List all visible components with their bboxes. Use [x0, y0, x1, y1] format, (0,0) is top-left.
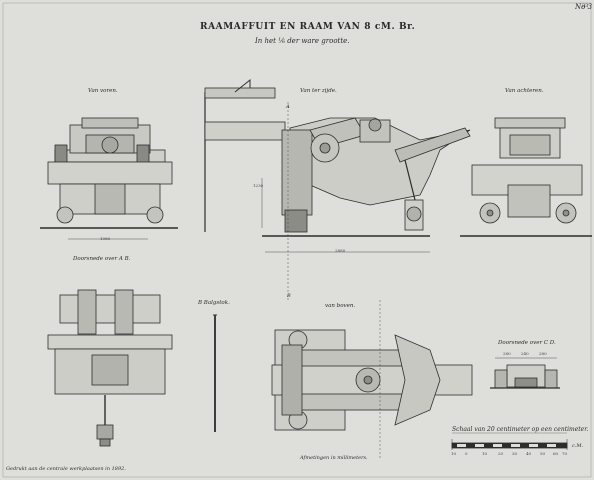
- front-view: [40, 117, 178, 240]
- scale-title: Schaal van 20 centimeter op een centimet…: [452, 426, 589, 433]
- top-view: [271, 300, 473, 460]
- measurements-note: Afmetingen in millimeters.: [300, 455, 368, 461]
- marker-b: B: [287, 293, 291, 299]
- printer-footer: Gedrukt aan de centrale werkplaatsen in …: [6, 466, 126, 472]
- label-section-ab: Doorsnede over A B.: [73, 256, 131, 262]
- scale-bar: [451, 432, 568, 450]
- label-rear-view: Van achteren.: [505, 88, 544, 94]
- tool-balgstok: [213, 314, 217, 432]
- drawing-title: RAAMAFFUIT EN RAAM VAN 8 cM. Br.: [200, 22, 416, 32]
- scale-tick-6: 40: [526, 451, 532, 456]
- dimension-front-width: 1080: [100, 236, 111, 241]
- label-section-cd: Doorsnede over C D.: [498, 340, 556, 346]
- rear-view: [460, 117, 592, 237]
- section-cd-view: [490, 357, 560, 389]
- dimension-cd-3: 280: [539, 351, 547, 356]
- scale-tick-9: 70: [562, 451, 568, 456]
- section-ab-view: [47, 289, 173, 447]
- plate-number: No 3: [575, 3, 593, 11]
- dimension-side-height: 1230: [253, 183, 264, 188]
- marker-a: A: [286, 104, 290, 110]
- scale-tick-3: 10: [482, 451, 488, 456]
- label-side-view: Van ter zijde.: [300, 88, 337, 94]
- page-number: 33: [582, 3, 589, 9]
- scale-tick-4: 20: [498, 451, 504, 456]
- side-view: [204, 78, 471, 300]
- dimension-cd-1: 280: [503, 351, 511, 356]
- scale-tick-1: 10: [451, 451, 457, 456]
- scale-tick-5: 30: [512, 451, 518, 456]
- scale-unit: c.M.: [572, 443, 584, 449]
- label-tool: B Balgstok.: [198, 300, 230, 306]
- dimension-cd-2: 240: [521, 351, 529, 356]
- scale-tick-8: 60: [553, 451, 559, 456]
- dimension-side-length: 2880: [335, 248, 346, 253]
- scale-tick-2: 0: [465, 451, 468, 456]
- label-top-view: van boven.: [325, 303, 356, 309]
- drawing-subtitle: In het ⅙ der ware grootte.: [255, 37, 350, 45]
- scale-tick-7: 50: [540, 451, 546, 456]
- label-front-view: Van voren.: [88, 88, 118, 94]
